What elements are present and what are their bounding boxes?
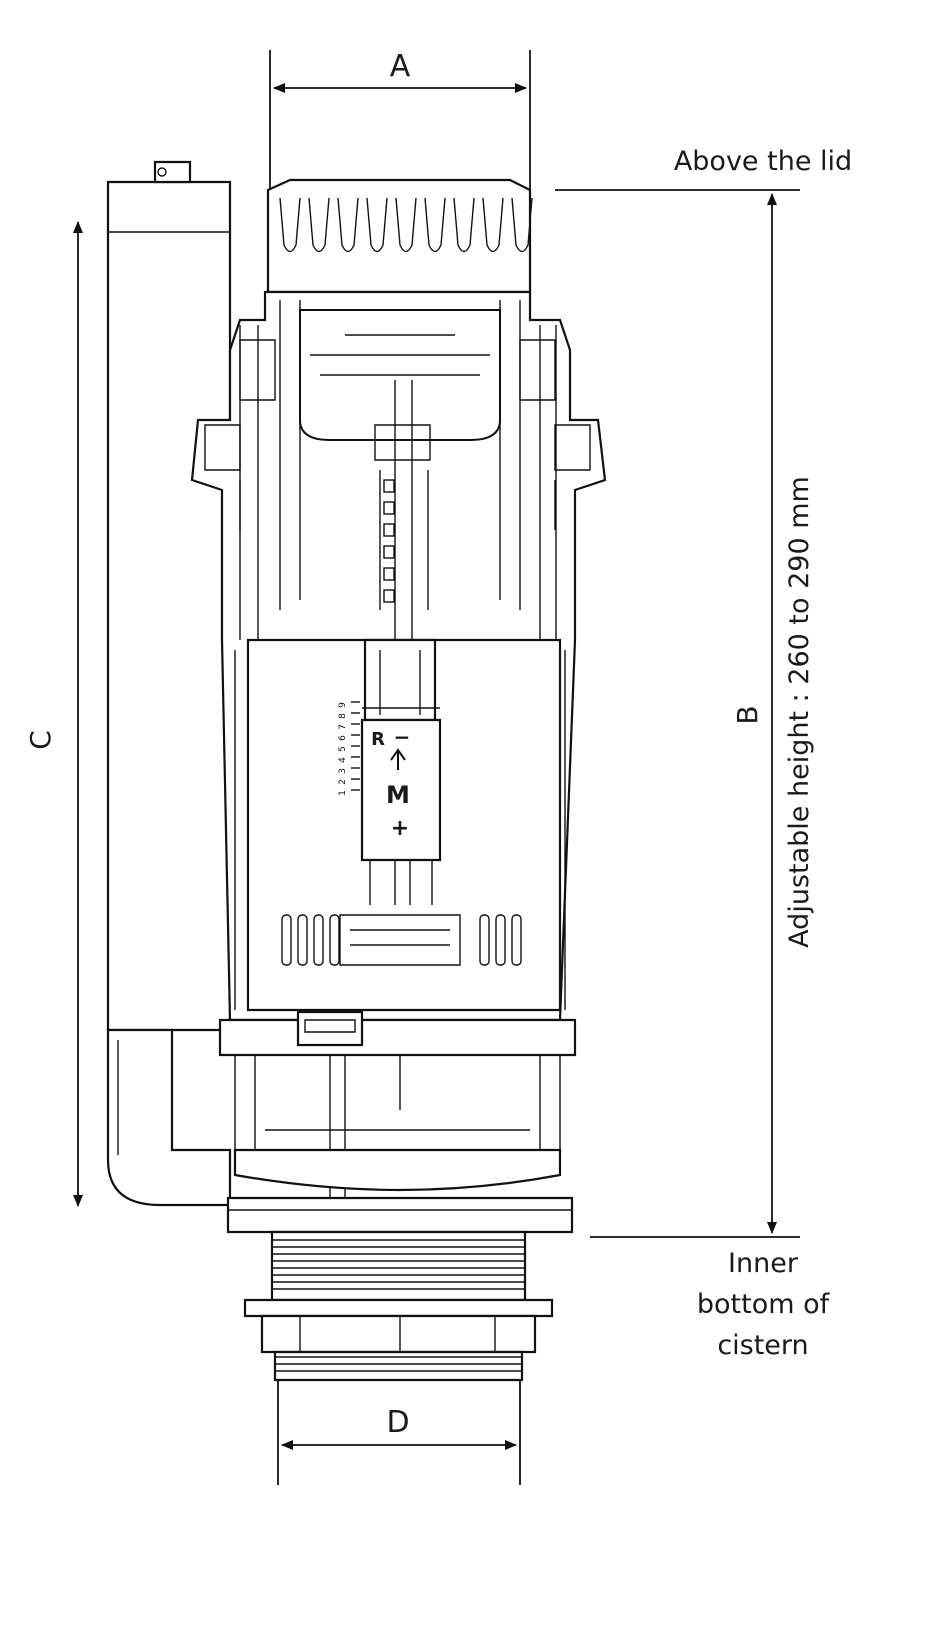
reduced-flush-symbol: R <box>371 729 385 750</box>
scale-mark-label: 7 <box>338 724 348 730</box>
above-lid-label: Above the lid <box>674 146 852 177</box>
dimension-a-label: A <box>390 49 411 84</box>
base-collar <box>218 1010 577 1234</box>
flush-volume-scale: 1 2 3 4 5 6 7 8 9 <box>338 701 360 796</box>
scale-mark-label: 3 <box>338 768 348 774</box>
scale-mark-label: 8 <box>338 713 348 719</box>
rod-notch <box>383 589 395 603</box>
cap-rib <box>511 197 533 253</box>
dimension-d: D <box>277 1375 521 1485</box>
rod-notch <box>383 545 395 559</box>
main-flush-symbol: M <box>386 781 410 809</box>
float-chamber <box>234 638 566 1012</box>
scale-mark-label: 2 <box>338 779 348 785</box>
cap-rib <box>424 197 446 253</box>
minus-symbol: − <box>394 725 411 749</box>
dimension-b: B Adjustable height : 260 to 290 mm Abov… <box>555 146 852 1361</box>
arrow-up-icon <box>390 748 406 770</box>
dimension-a: A <box>269 49 531 190</box>
vent-slot <box>313 914 324 966</box>
scale-mark-label: 9 <box>338 702 348 708</box>
scale-mark-label: 5 <box>338 746 348 752</box>
inner-bottom-label-1: Inner <box>728 1248 799 1279</box>
cap-rib <box>482 197 504 253</box>
vent-slot <box>479 914 490 966</box>
vent-slot <box>495 914 506 966</box>
overflow-pipe <box>106 160 232 1207</box>
cap-rib <box>395 197 417 253</box>
dimension-d-label: D <box>386 1405 409 1440</box>
inner-bottom-label-2: bottom of <box>697 1289 831 1320</box>
top-cap <box>266 178 533 294</box>
vent-slot <box>281 914 292 966</box>
rod-notch <box>383 479 395 493</box>
scale-mark-label: 1 <box>338 790 348 796</box>
inner-bottom-label-3: cistern <box>717 1330 808 1361</box>
vent-slot <box>329 914 340 966</box>
cap-rib <box>453 197 475 253</box>
cap-rib <box>366 197 388 253</box>
rod-notch <box>383 567 395 581</box>
dimension-b-label: B <box>731 705 764 724</box>
dimension-c-label: C <box>24 730 57 750</box>
threaded-outlet <box>243 1230 554 1382</box>
dimension-c: C <box>24 221 83 1207</box>
vent-slot <box>511 914 522 966</box>
cap-rib <box>279 197 301 253</box>
rod-notch <box>383 523 395 537</box>
plus-symbol: + <box>391 816 409 841</box>
adjustable-height-label: Adjustable height : 260 to 290 mm <box>784 476 815 948</box>
float-rod <box>379 380 429 640</box>
vent-slot <box>297 914 308 966</box>
scale-mark-label: 6 <box>338 735 348 741</box>
cap-rib <box>308 197 330 253</box>
cap-rib <box>337 197 359 253</box>
scale-mark-label: 4 <box>338 757 348 763</box>
rod-notch <box>383 501 395 515</box>
